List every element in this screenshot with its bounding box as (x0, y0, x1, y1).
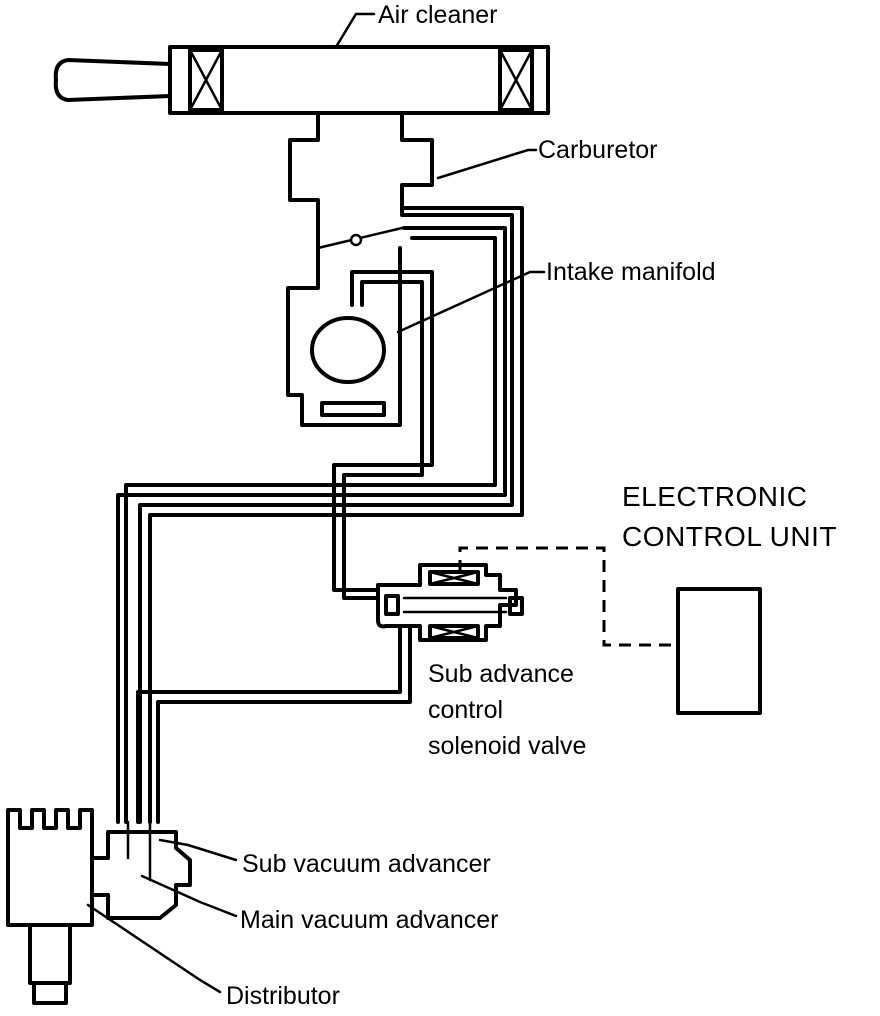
label-main-vacuum-advancer: Main vacuum advancer (240, 906, 498, 934)
air-cleaner (53, 45, 550, 115)
electronic-control-unit (676, 587, 762, 715)
label-distributor: Distributor (226, 982, 340, 1010)
carburetor (288, 111, 434, 247)
label-carburetor: Carburetor (538, 136, 658, 164)
throttle-valve (316, 226, 404, 250)
ecu-signal-wire (458, 546, 676, 647)
label-solenoid-line2: control (428, 696, 503, 724)
intake-manifold (286, 243, 402, 427)
distributor (6, 808, 192, 1005)
label-ecu-line1: ELECTRONIC (622, 481, 807, 512)
sub-advance-solenoid-valve (376, 563, 524, 642)
vacuum-hoses (116, 206, 524, 824)
label-sub-vacuum-advancer: Sub vacuum advancer (242, 850, 491, 878)
label-ecu-line2: CONTROL UNIT (622, 521, 837, 552)
leader-lines (86, 12, 546, 994)
label-solenoid-line1: Sub advance (428, 660, 574, 688)
label-intake-manifold: Intake manifold (546, 258, 716, 286)
label-solenoid-line3: solenoid valve (428, 732, 586, 760)
label-air-cleaner: Air cleaner (378, 1, 498, 29)
